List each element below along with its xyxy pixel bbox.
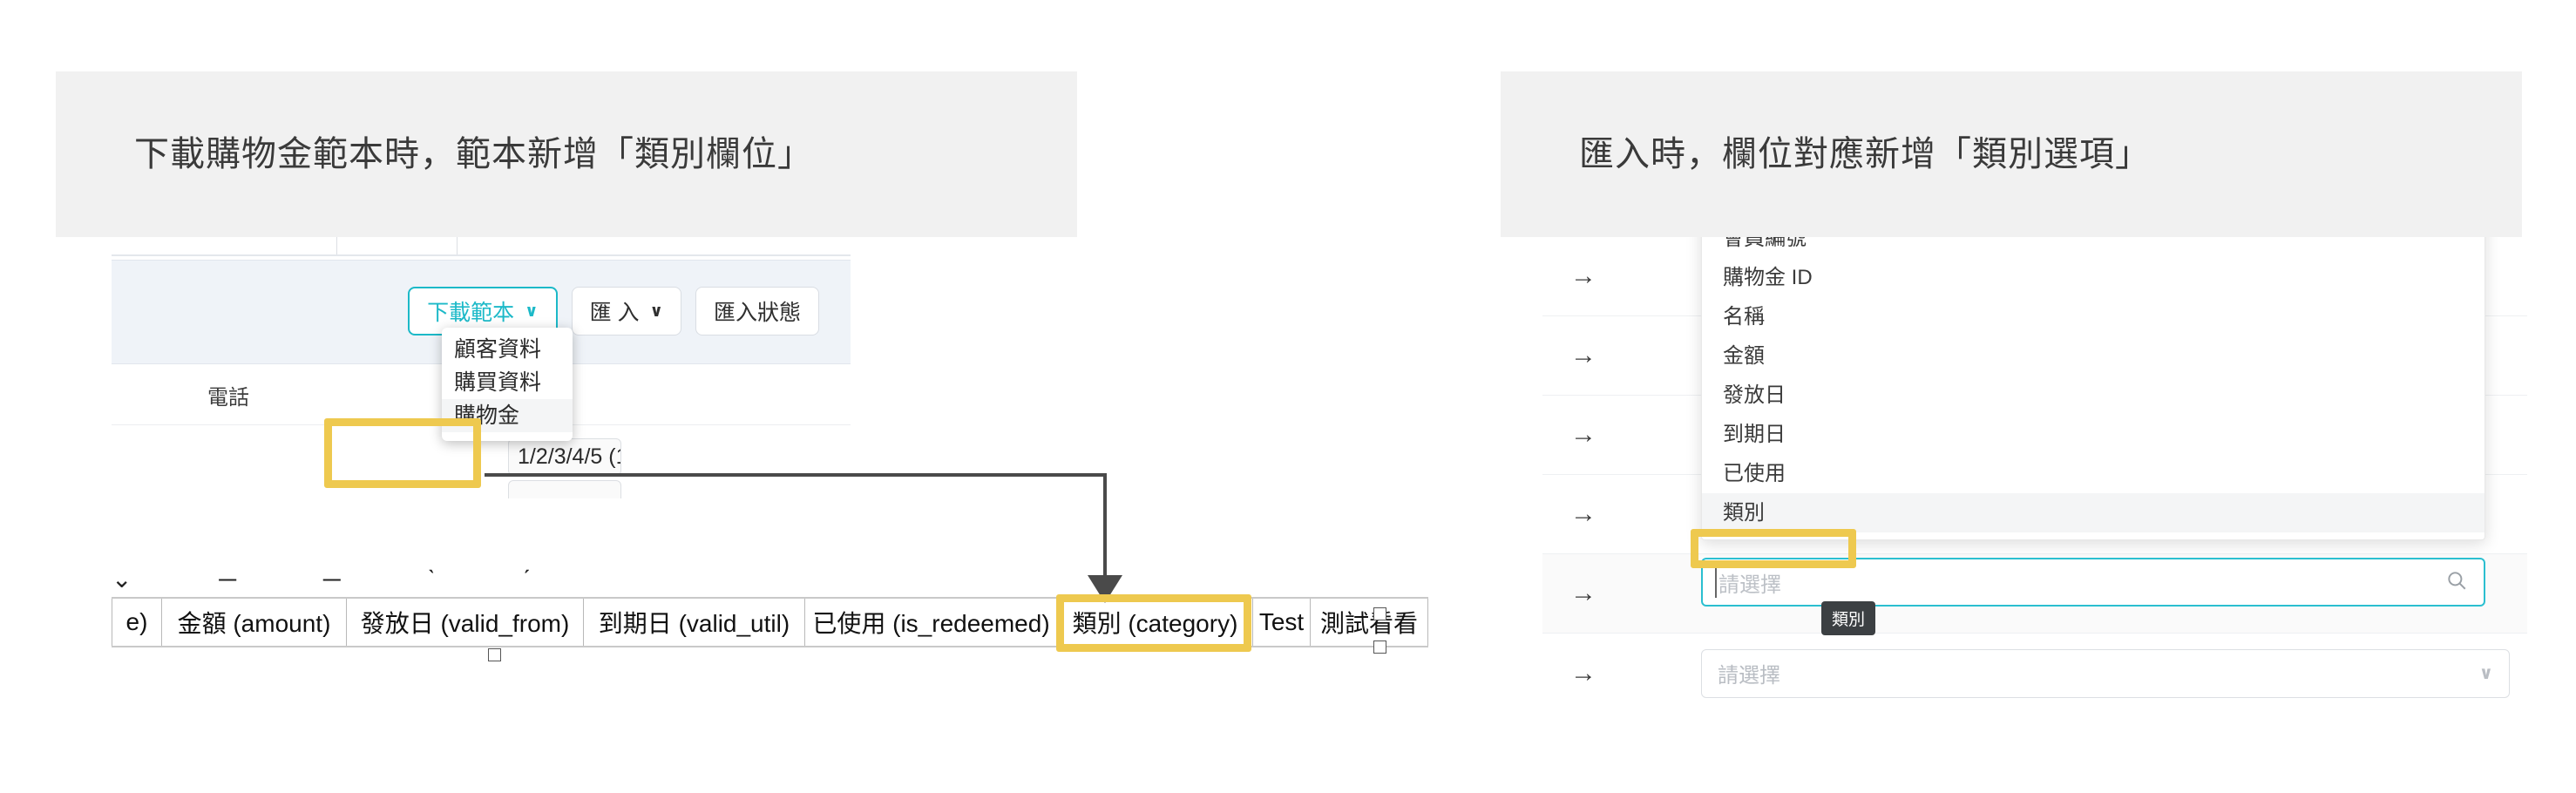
download-template-dropdown[interactable]: 顧客資料 購買資料 購物金 <box>442 328 573 441</box>
option-name[interactable]: 名稱 <box>1723 305 1765 329</box>
sheet-clipped-row-above: ⌄ ─ ─ ˋ ˊ <box>112 566 571 591</box>
arrow-right-icon: → <box>1570 499 1596 528</box>
caption-banner-left: 下載購物金範本時，範本新增「類別欄位」 <box>56 71 1077 237</box>
option-valid-from[interactable]: 發放日 <box>1723 383 1786 407</box>
selection-handle-top[interactable] <box>1373 607 1386 620</box>
mapping-row: → 請選擇 ∨ <box>1542 634 2527 713</box>
field-mapping-listbox[interactable]: 會員編號 購物金 ID 名稱 金額 發放日 到期日 已使用 類別 <box>1701 237 2485 540</box>
option-amount[interactable]: 金額 <box>1723 344 1765 368</box>
arrow-right-icon: → <box>1570 579 1596 607</box>
sheet-col-code[interactable]: e) <box>112 599 162 646</box>
clipped-top-row <box>112 237 851 256</box>
caption-banner-right: 匯入時，欄位對應新增「類別選項」 <box>1501 71 2522 237</box>
column-header-phone: 電話 <box>207 386 249 410</box>
option-is-redeemed[interactable]: 已使用 <box>1723 462 1786 485</box>
sheet-col-valid-util[interactable]: 到期日 (valid_util) <box>584 599 805 646</box>
dropdown-item-customer-data[interactable]: 顧客資料 <box>454 337 542 362</box>
sheet-col-trial[interactable]: 測試看看 <box>1311 599 1428 646</box>
sheet-col-category[interactable]: 類別 (category) <box>1058 599 1253 646</box>
option-member-id[interactable]: 會員編號 <box>1723 237 1807 250</box>
download-template-label: 下載範本 <box>427 301 515 325</box>
spreadsheet-header-row: e) 金額 (amount) 發放日 (valid_from) 到期日 (val… <box>112 597 1428 647</box>
field-select-placeholder: 請選擇 <box>1718 664 1780 688</box>
selection-handle-bottom[interactable] <box>1373 640 1386 654</box>
field-search-input[interactable]: 請選擇 <box>1701 558 2485 607</box>
dropdown-item-store-credit[interactable]: 購物金 <box>442 399 573 432</box>
option-credit-id[interactable]: 購物金 ID <box>1723 266 1813 289</box>
download-template-button[interactable]: 下載範本 ∨ <box>408 287 558 336</box>
sheet-col-valid-from[interactable]: 發放日 (valid_from) <box>347 599 584 646</box>
selection-handle-bottom-mid[interactable] <box>488 648 501 661</box>
search-icon <box>2445 569 2468 596</box>
left-screenshot-panel: 下載範本 ∨ 匯 入 ∨ 匯入狀態 電話 標籤 1/2/3/4/5 (1 顧客 <box>112 237 851 498</box>
tag-chip-secondary <box>508 480 621 498</box>
tooltip-category: 類別 <box>1821 601 1876 635</box>
sheet-col-amount[interactable]: 金額 (amount) <box>162 599 347 646</box>
chevron-down-icon: ∨ <box>525 302 539 321</box>
arrow-right-icon: → <box>1570 341 1596 369</box>
caption-right-text: 匯入時，欄位對應新增「類別選項」 <box>1579 135 2151 173</box>
chevron-down-icon: ∨ <box>649 302 663 321</box>
toolbar-band: 下載範本 ∨ 匯 入 ∨ 匯入狀態 <box>112 260 851 364</box>
import-label: 匯 入 <box>589 301 640 325</box>
toolbar-button-row: 下載範本 ∨ 匯 入 ∨ 匯入狀態 <box>408 287 819 336</box>
field-search-placeholder: 請選擇 <box>1718 573 1781 597</box>
dropdown-item-purchase-data[interactable]: 購買資料 <box>454 370 542 395</box>
tag-chip: 1/2/3/4/5 (1 <box>508 438 621 476</box>
import-status-label: 匯入狀態 <box>713 301 801 325</box>
text-caret <box>1715 568 1717 598</box>
arrow-right-icon: → <box>1570 420 1596 449</box>
right-screenshot-panel: → → → → → → 請選擇 ∨ 會員編號 購物金 ID 名稱 金額 發放日 <box>1542 237 2527 725</box>
arrow-right-icon: → <box>1570 261 1596 290</box>
chevron-down-icon: ∨ <box>2478 664 2493 683</box>
sheet-col-test[interactable]: Test <box>1253 599 1311 646</box>
import-status-button[interactable]: 匯入狀態 <box>695 287 819 336</box>
caption-left-text: 下載購物金範本時，範本新增「類別欄位」 <box>134 135 813 173</box>
option-category[interactable]: 類別 <box>1702 493 2484 532</box>
mapping-row: → <box>1542 475 2527 554</box>
arrow-right-icon: → <box>1570 658 1596 688</box>
option-valid-until[interactable]: 到期日 <box>1723 423 1786 446</box>
sheet-col-is-redeemed[interactable]: 已使用 (is_redeemed) <box>805 599 1058 646</box>
field-select-bottom[interactable]: 請選擇 ∨ <box>1701 648 2510 698</box>
import-button[interactable]: 匯 入 ∨ <box>571 287 681 336</box>
